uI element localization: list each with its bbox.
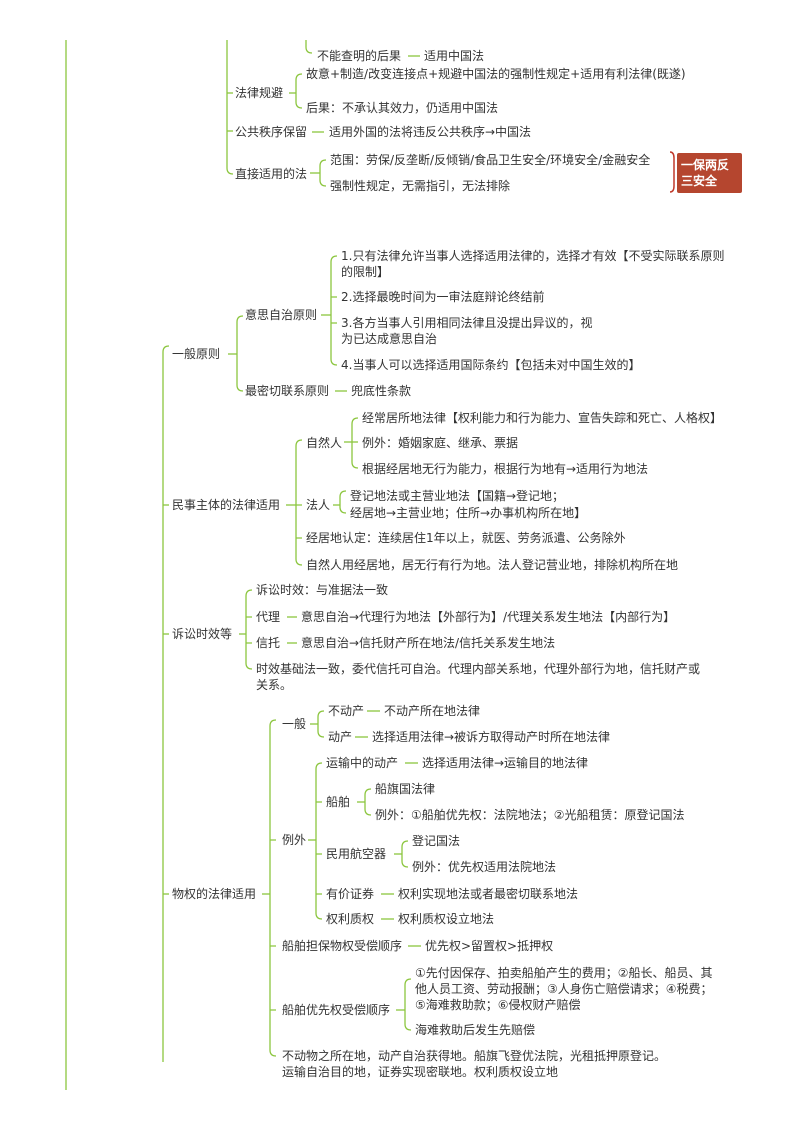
node-securities-law: 权利实现地法或者最密切联系地法 — [398, 887, 579, 901]
node-legal-person-law: 登记地法或主营业地法【国籍→登记地； — [350, 489, 565, 503]
node-general-principles: 一般原则 — [172, 347, 221, 361]
node-autonomy-rule-3-cont: 为已达成意思自治 — [341, 332, 438, 346]
node-movable: 动产 — [328, 730, 353, 744]
node-ship-lien-items: ①先付因保存、拍卖船舶产生的费用；②船长、船员、其 — [415, 966, 713, 980]
node-autonomy-rule-4: 4.当事人可以选择适用国际条约【包括未对中国生效的】 — [341, 358, 641, 372]
node-closest-connection: 最密切联系原则 — [245, 384, 330, 398]
node-right-pledge: 权利质权 — [326, 912, 375, 926]
badge-line-1: 一保两反 — [681, 158, 730, 172]
node-residence-determination: 经居地认定：连续居住1年以上，就医、劳务派遣、公务除外 — [306, 531, 626, 545]
node-ship-exception: 例外：①船舶优先权：法院地法；②光船租赁：原登记国法 — [375, 808, 685, 822]
node-property-exception: 例外 — [282, 833, 307, 847]
node-autonomy-rule-3: 3.各方当事人引用相同法律且没提出异议的，视 — [341, 316, 593, 330]
node-civil-subjects-mnemonic: 自然人用经居地，居无行有行为地。法人登记营业地，排除机构所在地 — [306, 558, 679, 572]
node-flag-state-law: 船旗国法律 — [375, 782, 436, 796]
node-property-mnemonic: 不动物之所在地，动产自治获得地。船旗飞登优法院，光租抵押原登记。 — [282, 1049, 667, 1063]
node-salvage-priority: 海难救助后发生先赔偿 — [415, 1023, 536, 1037]
node-party-autonomy: 意思自治原则 — [245, 308, 318, 322]
badge-bracket — [669, 151, 675, 193]
node-property-mnemonic-cont: 运输自治目的地，证券实现密联地。权利质权设立地 — [282, 1065, 559, 1079]
node-ship-lien-items-2: 他人员工资、劳动报酬；③人身伤亡赔偿请求；④税费； — [415, 982, 713, 996]
node-evasion-consequence: 后果：不承认其效力，仍适用中国法 — [306, 101, 499, 115]
node-autonomy-rule-2: 2.选择最晚时间为一审法庭辩论终结前 — [341, 290, 545, 304]
node-ship-security-order-value: 优先权>留置权>抵押权 — [425, 939, 554, 953]
node-ship-security-order: 船舶担保物权受偿顺序 — [282, 939, 403, 953]
node-natural-person-exception: 例外：婚姻家庭、继承、票据 — [362, 436, 519, 450]
node-civil-aircraft: 民用航空器 — [326, 847, 387, 861]
node-direct-law-scope: 范围：劳保/反垄断/反倾销/食品卫生安全/环境安全/金融安全 — [330, 153, 651, 167]
node-ship-lien-order: 船舶优先权受偿顺序 — [282, 1003, 391, 1017]
node-trust: 信托 — [256, 636, 281, 650]
node-limitation-mnemonic-cont: 关系。 — [256, 678, 293, 692]
node-evasion-of-law: 法律规避 — [235, 86, 284, 100]
node-public-policy: 公共秩序保留 — [235, 125, 308, 139]
node-property-general: 一般 — [282, 717, 307, 731]
node-immovable: 不动产 — [328, 704, 365, 718]
node-goods-in-transit: 运输中的动产 — [326, 756, 399, 770]
node-goods-in-transit-law: 选择适用法律→运输目的地法律 — [422, 756, 589, 770]
summary-badge: 一保两反 三安全 — [677, 153, 742, 193]
node-ship: 船舶 — [326, 795, 351, 809]
node-natural-person: 自然人 — [306, 436, 343, 450]
node-immovable-law: 不动产所在地法律 — [384, 704, 481, 718]
node-fallback-clause: 兜底性条款 — [351, 384, 412, 398]
node-movable-law: 选择适用法律→被诉方取得动产时所在地法律 — [372, 730, 611, 744]
node-limitation: 诉讼时效：与准据法一致 — [256, 583, 389, 597]
node-limitation-etc: 诉讼时效等 — [172, 627, 233, 641]
connector-lines — [65, 40, 421, 1090]
node-civil-subjects: 民事主体的法律适用 — [172, 498, 281, 512]
node-agency: 代理 — [256, 610, 281, 624]
node-unknown-law-consequence: 不能查明的后果 — [317, 49, 402, 63]
node-habitual-residence-law: 经常居所地法律【权利能力和行为能力、宣告失踪和死亡、人格权】 — [362, 411, 723, 425]
node-apply-chinese-law: 适用中国法 — [424, 49, 485, 63]
node-public-policy-rule: 适用外国的法将违反公共秩序→中国法 — [329, 125, 532, 139]
node-right-pledge-law: 权利质权设立地法 — [398, 912, 495, 926]
node-autonomy-rule-1-cont: 的限制】 — [341, 265, 390, 279]
node-trust-rule: 意思自治→信托财产所在地法/信托关系发生地法 — [301, 636, 556, 650]
node-legal-person-law-cont: 经居地→主营业地；住所→办事机构所在地】 — [350, 506, 587, 520]
node-legal-person: 法人 — [306, 498, 331, 512]
node-capacity-rule: 根据经居地无行为能力，根据行为地有→适用行为地法 — [362, 462, 649, 476]
node-agency-rule: 意思自治→代理行为地法【外部行为】/代理关系发生地法【内部行为】 — [301, 610, 676, 624]
node-autonomy-rule-1: 1.只有法律允许当事人选择适用法律的，选择才有效【不受实际联系原则 — [341, 249, 725, 263]
node-registry-state-law: 登记国法 — [412, 834, 461, 848]
badge-line-2: 三安全 — [681, 174, 718, 188]
node-directly-applicable-law: 直接适用的法 — [235, 167, 308, 181]
node-aircraft-exception: 例外：优先权适用法院地法 — [412, 860, 557, 874]
node-ship-lien-items-3: ⑤海难救助款；⑥侵权财产赔偿 — [415, 998, 581, 1012]
node-property-rights: 物权的法律适用 — [172, 887, 257, 901]
node-limitation-mnemonic: 时效基础法一致，委代信托可自治。代理内部关系地，代理外部行为地，信托财产或 — [256, 662, 701, 676]
node-direct-law-mandatory: 强制性规定，无需指引，无法排除 — [330, 179, 511, 193]
node-securities: 有价证券 — [326, 887, 375, 901]
node-evasion-elements: 故意+制造/改变连接点+规避中国法的强制性规定+适用有利法律(既遂) — [306, 67, 686, 81]
